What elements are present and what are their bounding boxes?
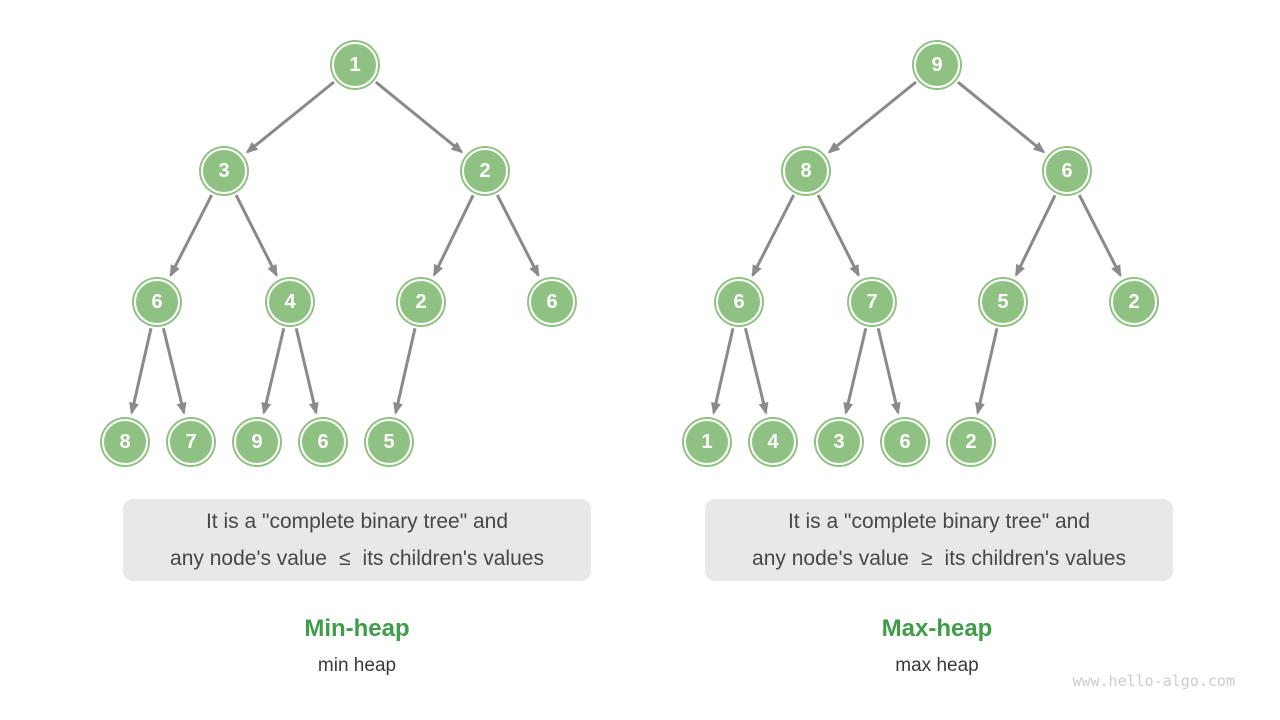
max-heap-title: Max-heap [881,615,993,642]
min-heap-node: 5 [366,419,412,465]
tree-edge-arrow [827,80,917,154]
min-heap-node: 7 [168,419,214,465]
caption-line2-suffix: its children's values [362,547,544,570]
tree-edge-arrow [975,327,999,415]
tree-edge-arrow [751,194,796,278]
min-heap-subtitle: min heap [317,655,397,676]
max-heap-node: 8 [783,148,829,194]
max-heap-node: 9 [914,42,960,88]
min-heap-node: 1 [332,42,378,88]
tree-edge-arrow [393,327,417,415]
min-heap-node: 6 [529,279,575,325]
tree-edge-arrow [261,327,286,415]
tree-edge-arrow [294,327,319,415]
max-heap-node: 2 [1111,279,1157,325]
tree-edge-arrow [161,327,187,415]
tree-edge-arrow [234,194,278,277]
tree-edge-arrow [245,80,335,154]
max-heap-caption: It is a "complete binary tree" and any n… [705,499,1173,581]
caption-line2-prefix: any node's value [170,547,327,570]
max-heap-node: 2 [948,419,994,465]
max-heap-node: 6 [882,419,928,465]
caption-line2-prefix: any node's value [752,547,909,570]
max-heap-node: 4 [750,419,796,465]
min-heap-node: 8 [102,419,148,465]
tree-edge-arrow [743,327,769,415]
min-heap-caption: It is a "complete binary tree" and any n… [123,499,591,581]
min-heap-node: 4 [267,279,313,325]
less-equal-operator: ≤ [339,547,351,570]
tree-edge-arrow [495,194,540,278]
tree-edge-arrow [374,80,464,154]
min-heap-title: Min-heap [304,615,410,642]
tree-edge-arrow [956,80,1046,154]
tree-edge-arrow [169,194,214,278]
tree-edge-arrow [711,327,735,415]
tree-edge-arrow [432,194,475,277]
tree-edge-arrow [129,327,153,415]
max-heap-subtitle: max heap [895,655,979,676]
max-heap-node: 6 [716,279,762,325]
min-heap-node: 9 [234,419,280,465]
tree-edge-arrow [1014,194,1057,277]
max-heap-node: 7 [849,279,895,325]
min-heap-node: 6 [134,279,180,325]
greater-equal-operator: ≥ [921,547,933,570]
min-heap-node: 3 [201,148,247,194]
max-heap-caption-line1: It is a "complete binary tree" and [787,510,1091,533]
max-heap-node: 1 [684,419,730,465]
min-heap-node: 2 [462,148,508,194]
watermark: www.hello-algo.com [1072,672,1235,690]
max-heap-caption-line2: any node's value ≥ its children's values [752,540,1126,577]
min-heap-node: 6 [300,419,346,465]
min-heap-caption-line1: It is a "complete binary tree" and [205,510,509,533]
max-heap-node: 6 [1044,148,1090,194]
max-heap-node: 3 [816,419,862,465]
tree-edge-arrow [816,194,860,277]
tree-edge-arrow [843,327,868,415]
caption-line2-suffix: its children's values [944,547,1126,570]
min-heap-node: 2 [398,279,444,325]
tree-edge-arrow [1077,194,1122,278]
max-heap-node: 5 [980,279,1026,325]
tree-edge-arrow [876,327,901,415]
min-heap-caption-line2: any node's value ≤ its children's values [170,540,544,577]
